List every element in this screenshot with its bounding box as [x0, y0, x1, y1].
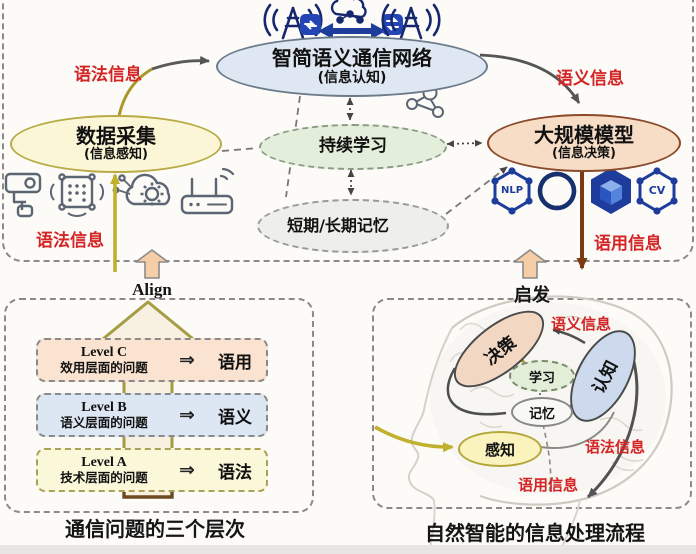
cloud-network-icon: [330, 0, 367, 24]
memory-node-label: 短期/长期记忆: [287, 215, 389, 235]
level-a-term: 语法: [218, 462, 252, 483]
pragmatic-info-label-lower: 语用信息: [594, 234, 662, 254]
align-up-arrow: [135, 249, 169, 279]
network-node: 智简语义通信网络 (信息认知): [216, 36, 488, 97]
link-double-arrow: [318, 23, 386, 39]
network-title: 智简语义通信网络: [272, 45, 432, 70]
level-a-box: Level A 技术层面的问题 ⇒ 语法: [36, 448, 268, 492]
inspire-label: 启发: [514, 285, 550, 306]
cube-hexagon-icon: [591, 168, 631, 214]
learning-node: 学习: [509, 360, 575, 392]
top-section-frame: [2, 0, 694, 262]
molecule-icon: [406, 85, 444, 118]
large-model-subtitle: (信息决策): [552, 146, 616, 162]
network-subtitle: (信息认知): [317, 69, 387, 86]
level-c-box: Level C 效用层面的问题 ⇒ 语用: [36, 338, 268, 382]
syntax-info-label-lower: 语法信息: [36, 231, 104, 251]
camera-icon: [4, 172, 42, 218]
cv-hexagon-icon: [636, 167, 678, 215]
data-collection-subtitle: (信息感知): [84, 147, 148, 163]
data-collection-title: 数据采集: [76, 124, 156, 149]
level-c-arrow: ⇒: [179, 349, 195, 371]
semantic-info-brain-label: 语义信息: [551, 315, 612, 333]
cv-icon-label: CV: [648, 184, 666, 197]
nlp-icon-label: NLP: [500, 185, 524, 196]
syntax-info-brain-label: 语法信息: [585, 438, 646, 456]
semantic-info-label-upper: 语义信息: [556, 69, 624, 89]
level-b-name: Level B: [81, 400, 127, 416]
inspire-up-arrow: [513, 249, 547, 279]
level-b-box: Level B 语义层面的问题 ⇒ 语义: [36, 393, 268, 437]
syntax-info-label-upper: 语法信息: [74, 65, 142, 85]
level-c-desc: 效用层面的问题: [60, 359, 148, 375]
memory-brain-node: 记忆: [511, 397, 573, 427]
level-a-arrow: ⇒: [179, 459, 195, 481]
large-model-title: 大规模模型: [534, 123, 634, 148]
cognition-label: 认知: [588, 357, 623, 397]
gpt-swirl-icon: [537, 171, 577, 211]
level-b-arrow: ⇒: [179, 404, 195, 426]
level-c-name: Level C: [80, 345, 128, 361]
bottom-right-caption: 自然智能的信息处理流程: [425, 521, 645, 545]
radio-tower-right-icon: [381, 3, 441, 40]
perception-node: 感知: [458, 431, 542, 467]
continual-learning-node: 持续学习: [259, 124, 447, 170]
decision-label: 决策: [480, 332, 521, 370]
cloud-computing-icon: [112, 173, 171, 206]
bottom-left-caption: 通信问题的三个层次: [65, 517, 245, 541]
level-b-desc: 语义层面的问题: [60, 414, 148, 430]
level-b-term: 语义: [218, 407, 252, 428]
level-a-name: Level A: [81, 455, 127, 471]
align-label: Align: [132, 280, 172, 299]
level-a-desc: 技术层面的问题: [60, 469, 148, 485]
nlp-hexagon-icon: [491, 167, 533, 215]
router-icon: [180, 167, 235, 215]
learning-label: 学习: [528, 370, 555, 386]
bottom-page-strip: [0, 545, 696, 554]
memory-node: 短期/长期记忆: [257, 199, 449, 253]
bottom-right-section-frame: [372, 298, 692, 509]
sync-badge-icon: [300, 14, 321, 35]
bottom-left-section-frame: [4, 298, 314, 513]
large-model-node: 大规模模型 (信息决策): [487, 114, 681, 172]
memory-brain-label: 记忆: [528, 406, 555, 422]
level-c-term: 语用: [218, 352, 252, 373]
iot-chip-icon: [50, 173, 104, 217]
data-collection-node: 数据采集 (信息感知): [10, 115, 222, 173]
continual-learning-label: 持续学习: [319, 136, 387, 157]
pragmatic-info-brain-label: 语用信息: [518, 476, 579, 494]
perception-label: 感知: [484, 440, 515, 459]
